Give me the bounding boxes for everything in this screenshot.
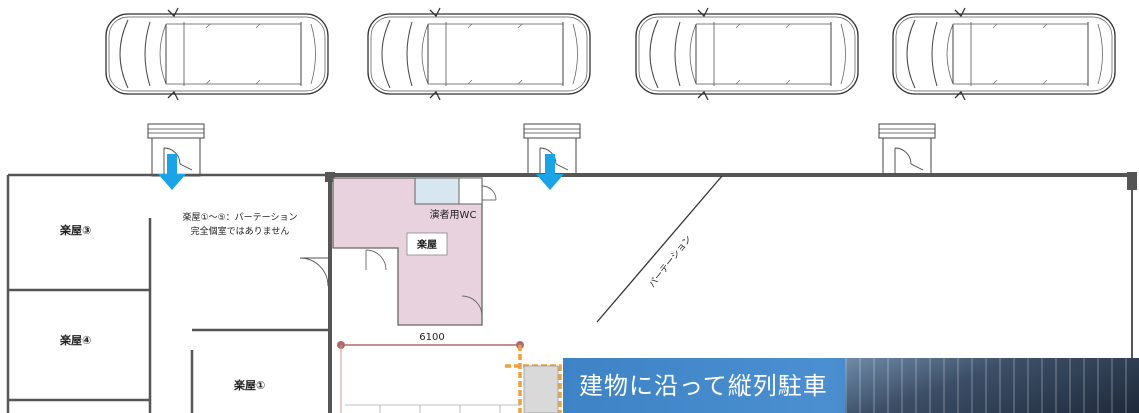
wc-label: 演者用WC [430,208,477,221]
car-icon-2 [367,7,591,101]
green-room-1-label: 楽屋① [233,378,265,392]
banner-text: 建物に沿って縦列駐車 [579,372,828,400]
diagonal-partition-line [596,175,723,323]
door-icon-3 [878,123,936,177]
stage-outline [505,345,562,413]
partition-note-line1: 楽屋①～⑤：パーテーション [183,211,298,223]
building-photo [845,358,1139,413]
car-icon-4 [892,7,1116,101]
green-room-area [332,177,497,326]
grid-lines [345,404,520,413]
dimension-label: 6100 [419,332,444,343]
building-walls [6,172,1137,413]
car-icon-3 [635,7,859,101]
dimension-line [337,341,524,413]
car-icon-1 [105,7,329,101]
green-room-main-label: 楽屋 [416,238,437,251]
green-room-3-label: 楽屋③ [59,223,91,237]
stage-floor [523,365,559,413]
green-room-4-label: 楽屋④ [59,333,91,347]
parking-banner: 建物に沿って縦列駐車 [563,358,1139,413]
partition-note-line2: 完全個室ではありません [191,225,290,237]
diagonal-partition-label: パーテーション [647,234,694,290]
